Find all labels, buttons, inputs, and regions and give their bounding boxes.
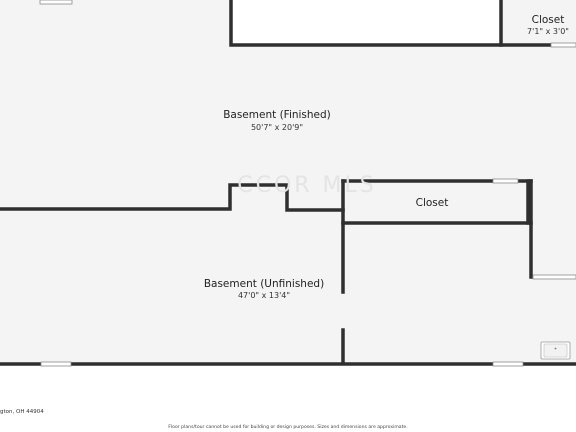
room-label-closet-middle: Closet [416, 197, 449, 209]
disclaimer-text: Floor plans/tour cannot be used for buil… [168, 425, 408, 430]
window-top-left [39, 0, 73, 5]
room-label-basement-unfinished: Basement (Unfinished) [204, 278, 324, 290]
window-middle-closet [492, 178, 519, 184]
room-dims-basement-unfinished: 47'0" x 13'4" [238, 291, 290, 300]
room-label-basement-finished: Basement (Finished) [223, 109, 331, 121]
address-text: gton, OH 44904 [0, 409, 44, 415]
floor-area [0, 0, 576, 364]
window-right-lower [532, 274, 576, 280]
watermark: CCOR MLS [237, 173, 377, 198]
walls [0, 0, 576, 366]
room-dims-basement-finished: 50'7" x 20'9" [251, 123, 303, 132]
room-dims-closet-top: 7'1" x 3'0" [527, 27, 569, 36]
window-bottom-right [492, 361, 524, 367]
window-top-closet [550, 42, 576, 48]
window-bottom-left [40, 361, 72, 367]
utility-sink-icon [540, 341, 571, 360]
windows [39, 0, 576, 367]
outside-notch [233, 0, 499, 44]
room-label-closet-top: Closet [532, 14, 565, 26]
